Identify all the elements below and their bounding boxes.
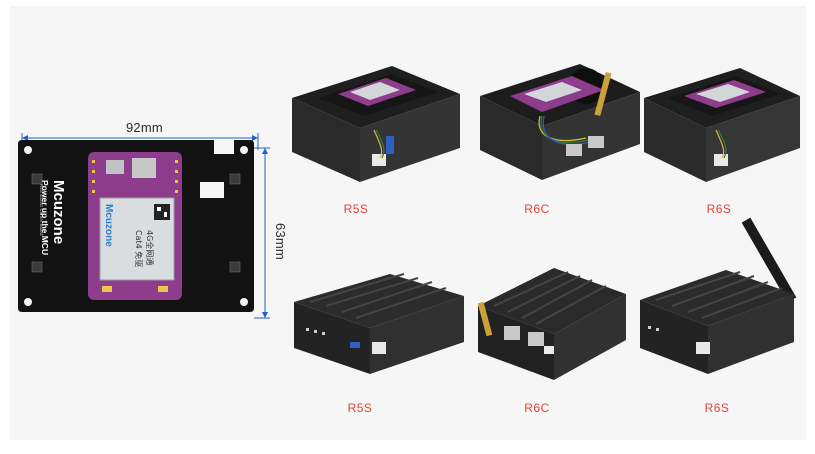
- r6s-closed-case-image: [640, 217, 797, 374]
- module-brand-text: Mcuzone: [103, 204, 114, 247]
- module-line1-text: Cat4 免驱: [134, 230, 144, 267]
- carrier-board-image: Mcuzone Power up the MCU R5S 4G/5G Carri…: [18, 140, 254, 312]
- module-line2-text: 4G全网通: [145, 230, 155, 265]
- r6c-closed-case-image: [477, 268, 626, 380]
- board-slogan-text: Power up the MCU: [40, 180, 50, 255]
- caption-bottom-r5s: R5S: [347, 401, 373, 415]
- width-dimension-label: 92mm: [126, 120, 163, 135]
- r5s-closed-case-image: [294, 273, 464, 374]
- r6s-open-case-image: [644, 68, 800, 182]
- board-side-text: R5S 4G/5G Carrier Board: [39, 184, 44, 236]
- caption-bottom-r6c: R6C: [524, 401, 550, 415]
- caption-bottom-r6s: R6S: [704, 401, 730, 415]
- caption-top-r6c: R6C: [524, 202, 550, 216]
- caption-top-r6s: R6S: [706, 202, 732, 216]
- caption-top-r5s: R5S: [343, 202, 369, 216]
- height-dimension-label: 63mm: [272, 223, 288, 260]
- r6c-open-case-image: [480, 64, 640, 180]
- board-brand-text: Mcuzone: [50, 180, 67, 244]
- r5s-open-case-image: [292, 66, 460, 182]
